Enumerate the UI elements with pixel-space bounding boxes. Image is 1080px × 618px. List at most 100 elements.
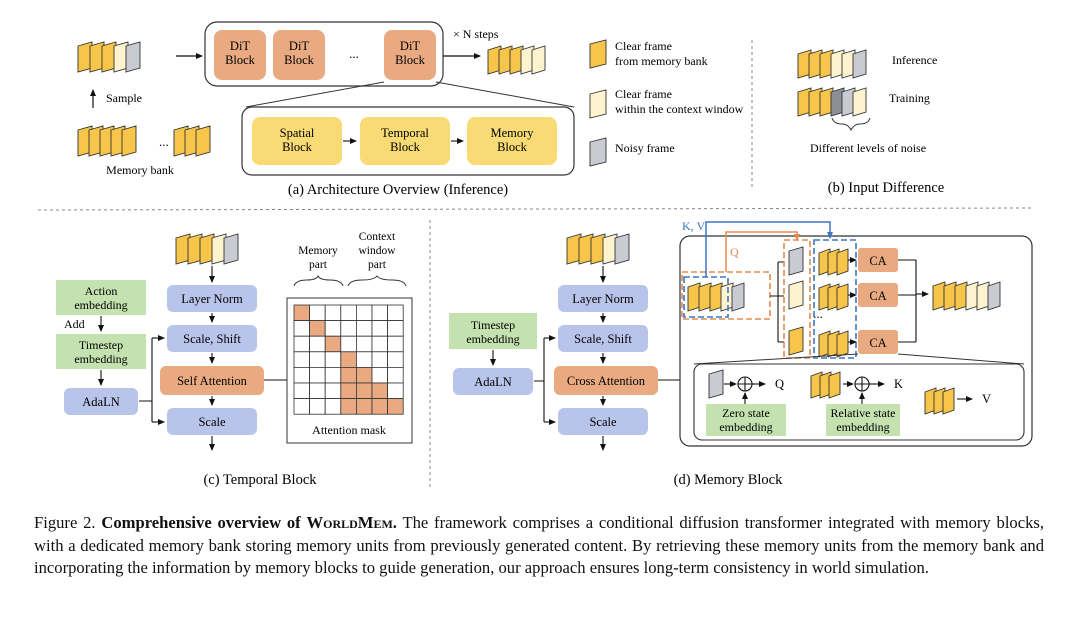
cross-attention xyxy=(554,366,658,395)
ca-block-2 xyxy=(858,283,898,307)
caption-brand: WorldMem xyxy=(306,513,393,532)
attention-mask-cell xyxy=(293,335,311,353)
temporal-scale xyxy=(167,408,257,435)
attention-mask-cell xyxy=(355,335,373,353)
caption-text: The framework comprises a conditional di… xyxy=(34,513,1044,577)
ca-block-1 xyxy=(858,248,898,272)
temporal-layer-norm xyxy=(167,285,257,312)
memory-bank-stack-2-frame xyxy=(195,125,211,157)
attention-mask-cell xyxy=(340,398,357,415)
kv-stack-3 xyxy=(818,330,849,358)
adaln-branch-lines xyxy=(139,338,153,422)
attention-mask-cell xyxy=(324,398,342,415)
attention-mask-cell xyxy=(371,366,389,384)
temporal-layer-norm-label: Layer Norm xyxy=(181,292,243,306)
input-frame-stack-frame xyxy=(125,41,141,73)
context-part-brace xyxy=(347,275,407,287)
kv-stack-3-frame xyxy=(836,330,849,358)
memory-title: (d) Memory Block xyxy=(674,472,783,488)
detail-output-stack-frame xyxy=(954,281,968,311)
attention-mask-cell xyxy=(324,320,342,337)
attention-mask-label: Attention mask xyxy=(312,423,386,437)
attention-mask-cell xyxy=(371,398,389,415)
v-source-stack xyxy=(924,387,955,415)
attention-mask-cell xyxy=(293,366,311,384)
temporal-self-attention-label: Self Attention xyxy=(177,374,248,388)
attention-mask-cell xyxy=(324,335,342,353)
kv-column-box xyxy=(813,239,857,359)
ca-block-3-label: CA xyxy=(869,336,886,350)
detail-output-stack xyxy=(932,281,1001,311)
detail-output-stack-frame xyxy=(932,281,946,311)
attention-mask-cell xyxy=(309,351,326,368)
detail-output-stack-frame xyxy=(987,281,1001,311)
temporal-adaln xyxy=(64,388,138,415)
ca-block-1-label: CA xyxy=(869,254,886,268)
detail-output-stack-frame xyxy=(943,281,957,311)
q-plus-icon-cross xyxy=(738,377,752,391)
detail-memory-stack-frame xyxy=(687,282,701,312)
v-out-label: V xyxy=(982,392,991,406)
zero-state-embedding xyxy=(706,404,786,436)
q-frame-3 xyxy=(788,326,804,356)
attention-mask-cell xyxy=(293,320,311,337)
detail-dots: ... xyxy=(813,306,823,321)
memory-timestep-embedding xyxy=(449,313,537,349)
attention-mask-cell xyxy=(371,335,389,353)
k-out-label: K xyxy=(894,377,903,391)
temporal-timestep-embedding xyxy=(56,334,146,369)
memory-panel: Layer Norm Scale, Shift Cross Attention … xyxy=(449,219,1033,488)
input-difference-title: (b) Input Difference xyxy=(828,180,944,196)
cross-attention-label: Cross Attention xyxy=(567,374,646,388)
memory-input-stack xyxy=(566,233,630,265)
caption-bold-title: Comprehensive overview of WorldMem. xyxy=(101,513,397,532)
panel-divider-horizontal xyxy=(37,207,1033,211)
temporal-panel: Layer Norm Scale, Shift Self Attention S… xyxy=(56,231,413,488)
attention-mask-cell xyxy=(387,320,404,337)
attention-mask-cell xyxy=(293,382,311,400)
figure-caption: Figure 2. Comprehensive overview of Worl… xyxy=(34,512,1044,580)
q-out-label: Q xyxy=(775,377,784,391)
attention-mask-cell xyxy=(293,351,311,368)
sample-label: Sample xyxy=(106,91,142,105)
detail-output-stack-frame xyxy=(976,281,990,311)
attention-mask-cell xyxy=(324,304,342,322)
n-steps-label: × N steps xyxy=(453,27,499,41)
attention-mask-cell xyxy=(355,398,373,415)
attention-mask-cell xyxy=(371,382,389,400)
attention-mask-cell xyxy=(324,366,342,384)
k-plus-icon-cross xyxy=(855,377,869,391)
attention-mask-cell xyxy=(355,351,373,368)
q-frame-2 xyxy=(788,280,804,310)
q-source-frame xyxy=(708,369,724,399)
legend-noisy-frame-label: Noisy frame xyxy=(615,141,675,155)
dit-to-sub-connector xyxy=(245,81,385,108)
attention-mask-cell xyxy=(340,366,357,384)
kv-label: K, V xyxy=(682,219,705,233)
noise-note: Different levels of noise xyxy=(810,141,926,155)
ca-merge-lines xyxy=(898,259,917,343)
attention-mask-cell xyxy=(293,304,311,322)
output-frame-stack xyxy=(487,45,546,75)
temporal-block xyxy=(360,117,450,165)
kv-stack-1-frame xyxy=(836,248,849,276)
temporal-input-stack-frame xyxy=(223,233,239,265)
detail-memory-stack-frame xyxy=(720,282,734,312)
temporal-scale-shift-label: Scale, Shift xyxy=(183,332,241,346)
k-source-stack xyxy=(810,371,841,399)
dit-ellipsis: ... xyxy=(349,46,359,61)
memory-layer-norm xyxy=(558,285,648,312)
dit-block-n xyxy=(384,30,436,80)
attention-mask-cell xyxy=(340,335,357,353)
temporal-scale-shift xyxy=(167,325,257,352)
